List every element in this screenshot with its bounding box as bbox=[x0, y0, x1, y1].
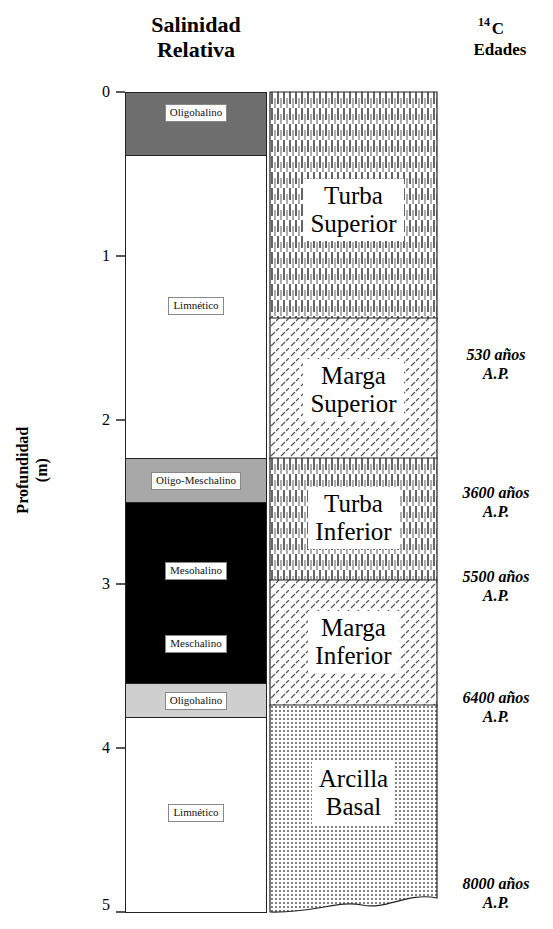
salinity-label: Limnético bbox=[168, 804, 223, 822]
tick-mark bbox=[116, 91, 125, 93]
age-label-wrap: 530 años A.P. bbox=[452, 345, 540, 383]
tick-label-wrap: 4 bbox=[102, 738, 110, 757]
column-heading: Edades bbox=[474, 40, 527, 60]
age-label-wrap: 5500 años A.P. bbox=[452, 567, 540, 605]
salinity-label: Oligohalino bbox=[165, 104, 228, 122]
salinity-band: Limnético bbox=[125, 717, 267, 913]
tick-label: 2 bbox=[102, 410, 110, 429]
age-label-wrap: 3600 años A.P. bbox=[452, 483, 540, 521]
salinity-label: Limnético bbox=[168, 297, 223, 315]
title: Salinidad Relativa bbox=[151, 12, 240, 63]
age-label: 8000 años A.P. bbox=[452, 874, 540, 912]
tick-mark bbox=[116, 583, 125, 585]
axis-title: Profundidad (m) bbox=[13, 422, 51, 518]
tick-label: 3 bbox=[102, 574, 110, 593]
tick-mark bbox=[116, 419, 125, 421]
layer-outline bbox=[270, 580, 437, 706]
salinity-band: Oligo-Meschalino bbox=[125, 458, 267, 503]
peat-layer: Turba Inferior bbox=[270, 458, 437, 581]
tick-label-wrap: 5 bbox=[102, 895, 110, 914]
layer-label: Arcilla Basal bbox=[312, 762, 395, 824]
layer-outline bbox=[270, 458, 437, 581]
layer-label: Marga Superior bbox=[303, 359, 403, 421]
tick-label-wrap: 3 bbox=[102, 574, 110, 593]
isotope-symbol-wrap: C bbox=[492, 19, 504, 39]
salinity-label: Oligo-Meschalino bbox=[151, 472, 241, 490]
axis-title-wrap: Profundidad (m) bbox=[13, 422, 51, 518]
layer-outline bbox=[270, 92, 437, 319]
marl-layer: Marga Inferior bbox=[270, 580, 437, 706]
isotope-symbol: C bbox=[492, 19, 504, 39]
peat-layer: Turba Superior bbox=[270, 92, 437, 319]
tick-label: 4 bbox=[102, 738, 110, 757]
salinity-band: MesohalinoMeschalino bbox=[125, 502, 267, 684]
age-label: 530 años A.P. bbox=[452, 345, 540, 383]
layer-outline bbox=[270, 705, 437, 912]
salinity-label: Meschalino bbox=[165, 635, 226, 653]
tick-label-wrap: 0 bbox=[102, 82, 110, 101]
marl-layer: Marga Superior bbox=[270, 318, 437, 459]
tick-label: 1 bbox=[102, 246, 110, 265]
age-label: 3600 años A.P. bbox=[452, 483, 540, 521]
age-label: 5500 años A.P. bbox=[452, 567, 540, 605]
isotope-mass: 14 bbox=[478, 15, 490, 29]
salinity-band: Oligohalino bbox=[125, 92, 267, 156]
layer-label: Turba Superior bbox=[303, 179, 403, 241]
age-label-wrap: 6400 años A.P. bbox=[452, 688, 540, 726]
age-label-wrap: 8000 años A.P. bbox=[452, 874, 540, 912]
tick-label: 0 bbox=[102, 82, 110, 101]
tick-label: 5 bbox=[102, 895, 110, 914]
depth-ticks bbox=[116, 92, 125, 912]
salinity-band: Limnético bbox=[125, 155, 267, 459]
age-label: 6400 años A.P. bbox=[452, 688, 540, 726]
tick-label-wrap: 1 bbox=[102, 246, 110, 265]
salinity-label: Mesohalino bbox=[165, 562, 227, 580]
isotope-mass-wrap: 14 bbox=[478, 15, 490, 29]
title-block: Salinidad Relativa bbox=[151, 12, 240, 63]
tick-label-wrap: 2 bbox=[102, 410, 110, 429]
salinity-band: Oligohalino bbox=[125, 683, 267, 718]
layer-outline bbox=[270, 318, 437, 459]
clay-layer: Arcilla Basal bbox=[270, 705, 437, 912]
layer-label: Turba Inferior bbox=[308, 487, 398, 549]
salinity-label: Oligohalino bbox=[165, 692, 228, 710]
tick-mark bbox=[116, 255, 125, 257]
tick-mark bbox=[116, 911, 125, 913]
layer-label: Marga Inferior bbox=[308, 611, 398, 673]
column-heading-wrap: Edades bbox=[474, 40, 527, 60]
tick-mark bbox=[116, 747, 125, 749]
